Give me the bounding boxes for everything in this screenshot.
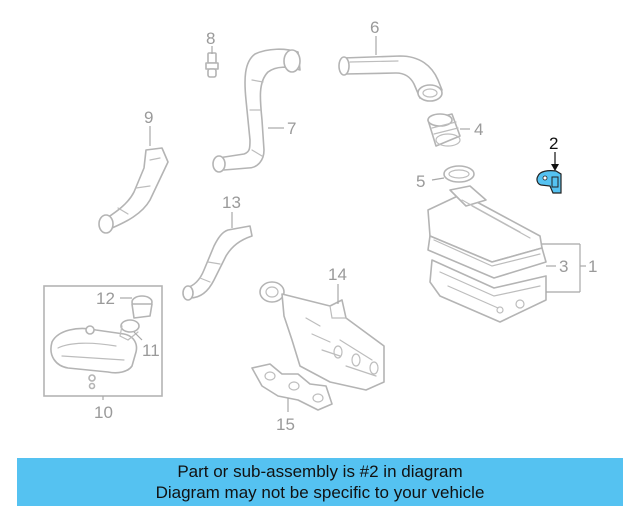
callout-8: 8 (206, 29, 215, 48)
part-5-ring (443, 165, 475, 183)
part-1-air-cleaner (427, 185, 547, 323)
callout-3: 3 (559, 257, 568, 276)
callout-7: 7 (287, 119, 296, 138)
part-7-intake-tube (212, 48, 301, 173)
banner-line-1: Part or sub-assembly is #2 in diagram (177, 462, 463, 481)
callout-12: 12 (96, 289, 115, 308)
leader-11 (133, 331, 143, 341)
callout-15: 15 (276, 415, 295, 434)
callout-10: 10 (94, 403, 113, 422)
callout-9: 9 (144, 108, 153, 127)
callout-14: 14 (328, 265, 347, 284)
part-15-gasket (251, 363, 333, 411)
banner-line-2: Diagram may not be specific to your vehi… (155, 483, 485, 502)
callout-1: 1 (588, 257, 597, 276)
part-14-manifold (259, 281, 385, 391)
leader-5 (431, 177, 445, 181)
leader-2-arrowhead (551, 164, 559, 171)
part-13-pipe (182, 225, 253, 301)
callout-11: 11 (142, 341, 160, 360)
callout-2: 2 (549, 134, 558, 153)
part-4-connector (427, 113, 461, 147)
part-6-intake-duct (338, 55, 443, 102)
callout-5: 5 (416, 172, 425, 191)
parts-diagram: 8 6 7 4 5 2 (43, 18, 597, 434)
info-banner: Part or sub-assembly is #2 in diagram Di… (17, 458, 623, 506)
callout-13: 13 (222, 193, 241, 212)
part-9-duct (98, 147, 169, 234)
callout-4: 4 (474, 120, 483, 139)
callout-6: 6 (370, 18, 379, 37)
part-8-bolt (205, 52, 219, 78)
part-10-inset (43, 285, 163, 397)
part-2-bracket (536, 170, 562, 194)
